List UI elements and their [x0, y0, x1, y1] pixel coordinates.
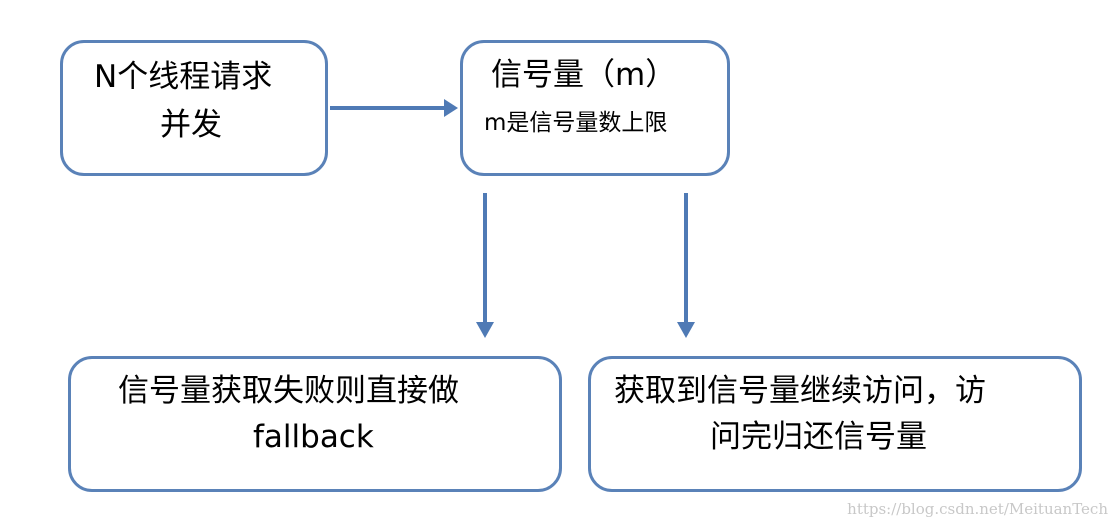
node-semaphore-line1: 信号量（m）: [491, 57, 677, 93]
node-acquire-success-line2: 问完归还信号量: [710, 419, 927, 455]
arrow-semaphore-to-success: [677, 193, 695, 338]
watermark: https://blog.csdn.net/MeituanTech: [847, 500, 1108, 518]
node-acquire-success: [588, 356, 1082, 492]
arrow-semaphore-to-fail: [476, 193, 494, 338]
arrow-threads-to-semaphore: [330, 99, 458, 117]
node-thread-requests: [60, 40, 328, 176]
node-thread-requests-line1: N个线程请求: [94, 59, 273, 95]
node-acquire-failed-line1: 信号量获取失败则直接做: [118, 373, 459, 409]
node-acquire-failed: [68, 356, 562, 492]
node-acquire-failed-line2: fallback: [253, 419, 374, 455]
node-thread-requests-line2: 并发: [160, 107, 222, 143]
node-semaphore: [460, 40, 730, 176]
node-semaphore-line2: m是信号量数上限: [484, 110, 668, 136]
node-acquire-success-line1: 获取到信号量继续访问，访: [614, 373, 986, 409]
